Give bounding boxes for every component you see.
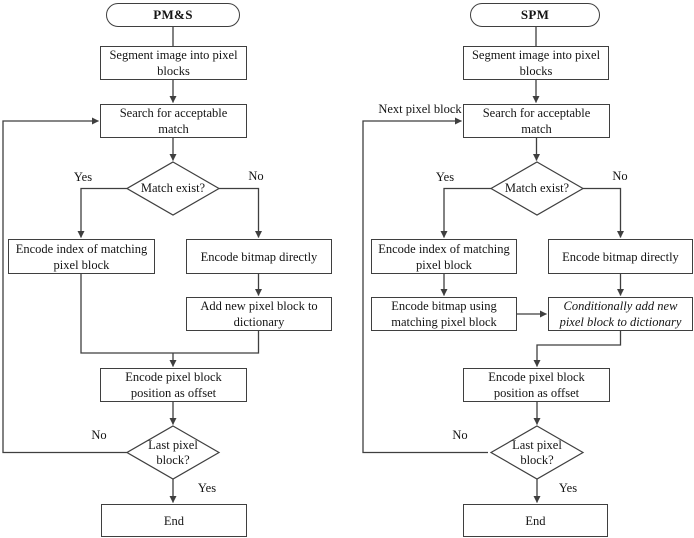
pms-match-question: Match exist?: [140, 181, 206, 195]
pms-encode-offset-label: Encode pixel block position as offset: [125, 370, 222, 400]
pms-search-label: Search for acceptable match: [119, 106, 228, 136]
pms-encode-index-box: Encode index of matching pixel block: [8, 239, 155, 274]
spm-encode-bitmap-matching-label: Encode bitmap using matching pixel block: [391, 299, 497, 329]
pms-segment-label: Segment image into pixel blocks: [109, 48, 238, 78]
pms-encode-bitmap-label: Encode bitmap directly: [200, 249, 318, 264]
pms-match-yes-label: Yes: [73, 170, 93, 184]
pms-start-terminal: PM&S: [106, 3, 240, 27]
spm-wire-match-yes: [440, 187, 491, 238]
spm-match-diamond: [489, 161, 585, 216]
pms-match-no-label: No: [248, 169, 264, 183]
pms-add-dictionary-label: Add new pixel block to dictionary: [200, 299, 318, 329]
pms-encode-index-label: Encode index of matching pixel block: [15, 241, 148, 272]
pms-add-dictionary-box: Add new pixel block to dictionary: [186, 297, 332, 331]
spm-encode-bitmap-box: Encode bitmap directly: [548, 239, 693, 274]
pms-end-box: End: [101, 504, 247, 537]
spm-conditional-add-box: Conditionally add new pixel block to dic…: [548, 297, 693, 331]
spm-encode-bitmap-label: Encode bitmap directly: [562, 249, 679, 264]
spm-encode-index-label: Encode index of matching pixel block: [378, 241, 510, 272]
pms-end-label: End: [163, 513, 185, 528]
spm-last-question: Last pixel block?: [512, 438, 562, 468]
spm-title: SPM: [520, 6, 550, 22]
spm-segment-box: Segment image into pixel blocks: [463, 46, 609, 80]
spm-encode-index-box: Encode index of matching pixel block: [371, 239, 517, 274]
spm-encode-offset-box: Encode pixel block position as offset: [463, 368, 610, 402]
spm-end-box: End: [463, 504, 608, 537]
spm-match-yes-label: Yes: [435, 170, 455, 184]
pms-wire-loop-back: [2, 117, 127, 454]
spm-match-question: Match exist?: [504, 181, 570, 195]
spm-end-label: End: [525, 513, 546, 528]
spm-last-diamond: [489, 425, 585, 480]
pms-match-diamond: [125, 161, 221, 216]
spm-wire-conditional-to-offset: [533, 331, 622, 367]
spm-search-label: Search for acceptable match: [482, 106, 591, 136]
spm-loop-label: Next pixel block: [378, 102, 462, 116]
spm-encode-offset-label: Encode pixel block position as offset: [488, 370, 585, 400]
spm-last-no-label: No: [452, 428, 468, 442]
pms-wire-match-yes: [77, 187, 127, 238]
pms-title: PM&S: [153, 6, 193, 22]
spm-wire-match-no: [583, 187, 624, 238]
pms-segment-box: Segment image into pixel blocks: [100, 46, 247, 80]
pms-encode-offset-box: Encode pixel block position as offset: [100, 368, 247, 402]
pms-wire-merge: [80, 274, 260, 354]
pms-last-question: Last pixel block?: [148, 438, 198, 468]
pms-last-diamond: [125, 425, 221, 480]
spm-search-box: Search for acceptable match: [463, 104, 610, 138]
pms-last-no-label: No: [91, 428, 107, 442]
spm-start-terminal: SPM: [470, 3, 600, 27]
spm-last-yes-label: Yes: [558, 481, 578, 495]
spm-wire-loop-back: [362, 117, 488, 454]
pms-wire-match-no: [219, 187, 262, 238]
spm-conditional-add-label: Conditionally add new pixel block to dic…: [559, 299, 682, 329]
spm-encode-bitmap-matching-box: Encode bitmap using matching pixel block: [371, 297, 517, 331]
pms-encode-bitmap-box: Encode bitmap directly: [186, 239, 332, 274]
spm-match-no-label: No: [612, 169, 628, 183]
pms-last-yes-label: Yes: [197, 481, 217, 495]
pms-search-box: Search for acceptable match: [100, 104, 247, 138]
spm-segment-label: Segment image into pixel blocks: [471, 48, 601, 78]
